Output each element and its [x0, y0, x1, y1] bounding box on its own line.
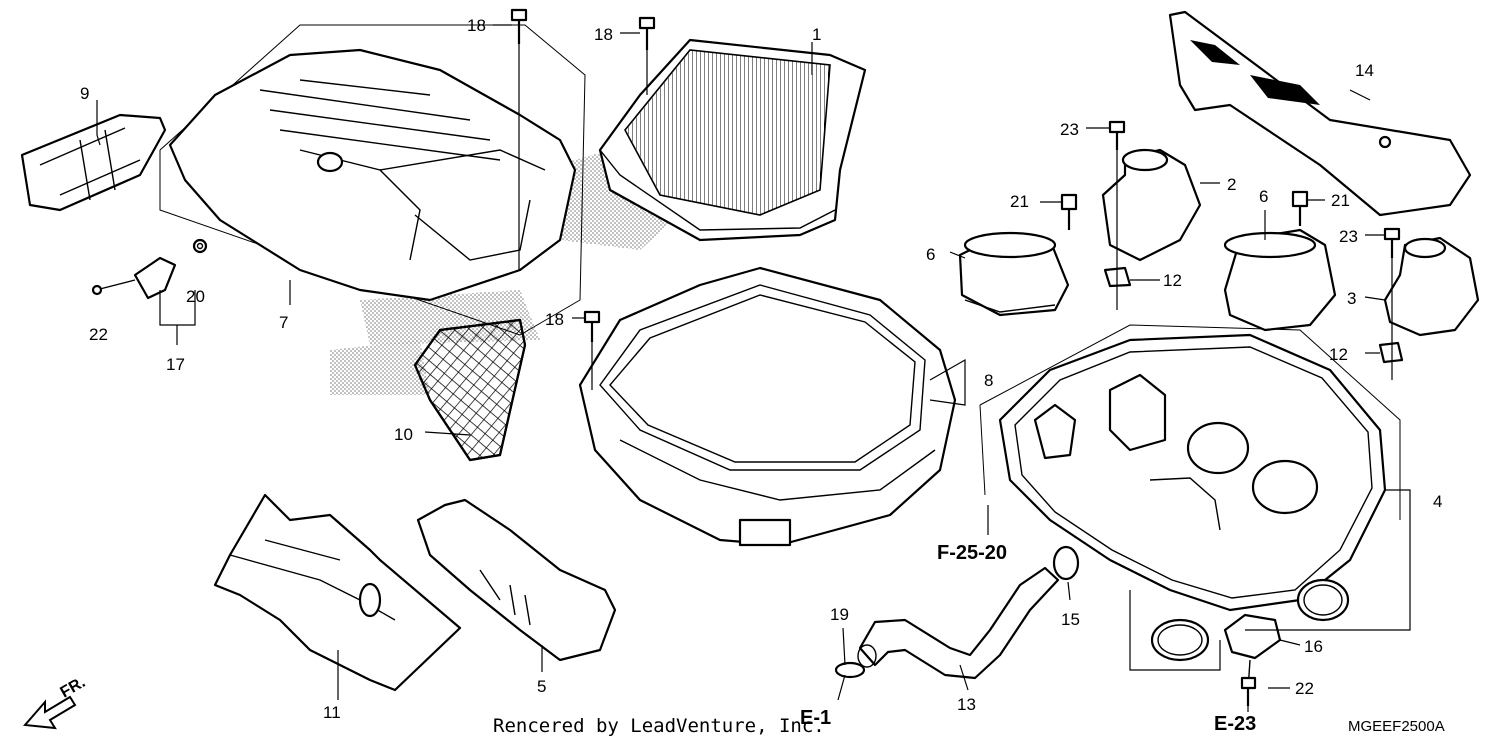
- callout-6-right: 6: [1259, 187, 1268, 206]
- callout-18-b: 18: [594, 25, 613, 44]
- part-15-o-ring: [1052, 545, 1080, 581]
- bolt-23-b: [1383, 227, 1401, 258]
- leader-lines: [96, 24, 1411, 712]
- part-9-intake-duct: [20, 113, 167, 212]
- callout-20: 20: [186, 287, 205, 306]
- direction-label: FR.: [58, 674, 89, 702]
- part-1-air-filter: [598, 38, 867, 242]
- callout-3: 3: [1347, 289, 1356, 308]
- part-6-funnel-right: [1223, 228, 1337, 332]
- callout-21-a: 21: [1010, 192, 1029, 211]
- part-6-funnel-left: [958, 231, 1070, 317]
- callout-15: 15: [1061, 610, 1080, 629]
- callout-18-c: 18: [545, 310, 564, 329]
- callout-19: 19: [830, 605, 849, 624]
- callout-5: 5: [537, 677, 546, 696]
- callout-18-a: 18: [467, 16, 486, 35]
- callout-16: 16: [1304, 637, 1323, 656]
- callout-11: 11: [323, 703, 341, 722]
- callout-1: 1: [812, 25, 821, 44]
- ref-f-25-20: F-25-20: [937, 542, 1007, 564]
- callout-12-a: 12: [1163, 271, 1182, 290]
- front-direction-arrow: FR.: [22, 674, 89, 730]
- part-2-funnel: [1101, 148, 1202, 262]
- callout-22-a: 22: [89, 325, 108, 344]
- callout-4: 4: [1433, 492, 1442, 511]
- bolt-18-top-a: [510, 8, 528, 44]
- ref-e-1: E-1: [800, 707, 831, 729]
- callout-13: 13: [957, 695, 976, 714]
- part-3-funnel: [1383, 236, 1480, 337]
- callout-23-b: 23: [1339, 227, 1358, 246]
- callout-10: 10: [394, 425, 413, 444]
- bolt-18-mid: [583, 310, 601, 342]
- part-5-side-cover: [416, 498, 617, 662]
- part-17-sensor-assembly: [91, 238, 208, 300]
- callout-22-b: 22: [1295, 679, 1314, 698]
- callout-21-b: 21: [1331, 191, 1350, 210]
- callout-6-left: 6: [926, 245, 935, 264]
- part-13-hose: [857, 566, 1060, 680]
- callout-9: 9: [80, 84, 89, 103]
- bolt-22-bottom: [1240, 676, 1257, 706]
- bolt-21-b: [1291, 190, 1309, 226]
- bolt-23-a: [1108, 120, 1126, 150]
- clip-12-b: [1378, 341, 1404, 364]
- part-4-lower-case: [998, 333, 1387, 612]
- watermark: Rencered by LeadVenture, Inc.: [493, 715, 825, 737]
- callout-17: 17: [166, 355, 185, 374]
- callout-2: 2: [1227, 175, 1236, 194]
- reference-codes: F-25-20 E-1 E-23: [800, 542, 1256, 735]
- part-19-clip: [834, 661, 866, 679]
- ref-e-23: E-23: [1214, 713, 1256, 735]
- part-7-air-cleaner-cover: [168, 48, 577, 302]
- part-14-cover-plate: [1168, 10, 1472, 217]
- callout-8: 8: [984, 371, 993, 390]
- callout-labels: 1 2 3 4 5 6 6 7 8 9 10 11 12 12 13 14 15…: [80, 16, 1442, 722]
- callout-23-a: 23: [1060, 120, 1079, 139]
- part-8-air-cleaner-case: [578, 266, 957, 547]
- callout-7: 7: [279, 313, 288, 332]
- bolt-18-top-b: [638, 16, 656, 50]
- callout-12-b: 12: [1329, 345, 1348, 364]
- diagram-code: MGEEF2500A: [1348, 718, 1445, 735]
- dashed-outlines: [159, 24, 1401, 520]
- callout-14: 14: [1355, 61, 1374, 80]
- part-10-duct-grille: [413, 318, 527, 462]
- part-11-heat-shield: [213, 493, 462, 692]
- o-rings: [1150, 578, 1350, 662]
- bolt-21-a: [1060, 193, 1078, 230]
